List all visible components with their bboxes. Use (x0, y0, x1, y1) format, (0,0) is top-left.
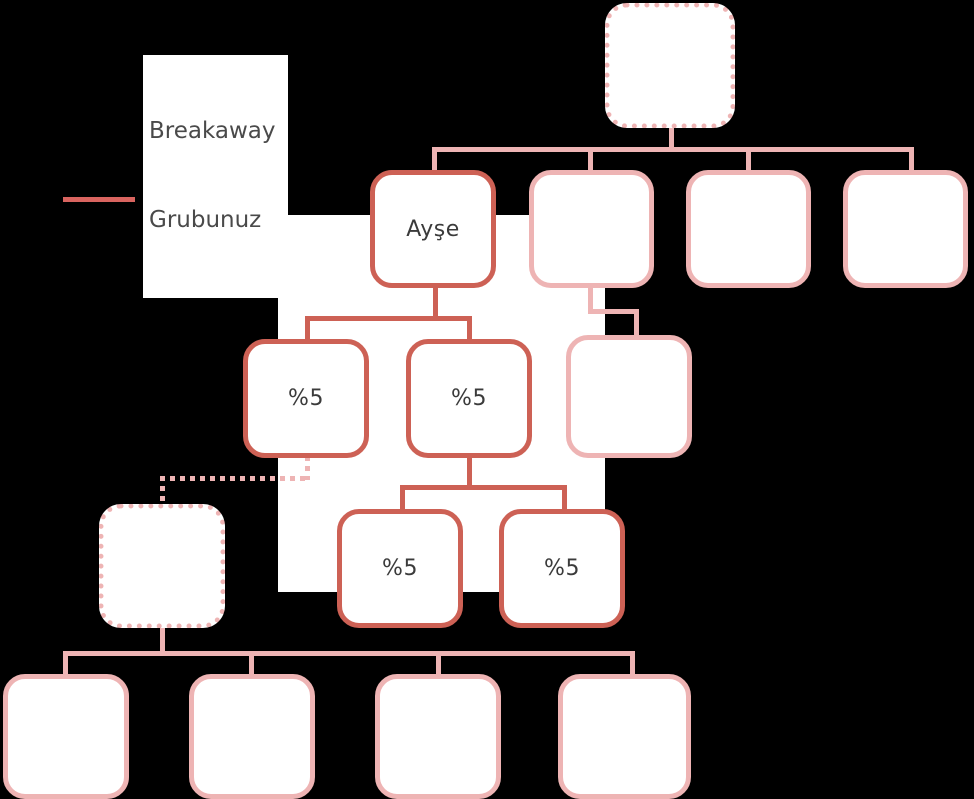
connector-ayse-stem (433, 286, 438, 319)
node-row5-1[interactable] (3, 674, 129, 799)
node-root[interactable] (605, 3, 735, 128)
legend-text: Breakaway Grubunuz (143, 55, 288, 299)
node-row3-3[interactable] (566, 335, 692, 458)
node-row4-2[interactable]: %5 (499, 509, 625, 628)
connector-row4-bus (400, 485, 567, 490)
connector-row4-drop-1 (400, 485, 405, 512)
connector-row2-bus (432, 147, 914, 152)
connector-breakaway-dotted-horizontal (160, 476, 310, 481)
node-row2-2[interactable] (529, 170, 654, 288)
connector-step-across (588, 309, 639, 314)
node-row4-1[interactable]: %5 (337, 509, 463, 628)
node-row2-3[interactable] (686, 170, 811, 288)
connector-row4-drop-2 (562, 485, 567, 512)
node-row5-3[interactable] (375, 674, 501, 799)
connector-row2-drop-4 (909, 147, 914, 174)
connector-root-stem (669, 125, 674, 150)
legend-line-swatch (63, 197, 135, 203)
node-row4-2-label: %5 (544, 556, 580, 581)
node-row2-4[interactable] (843, 170, 968, 288)
connector-row3a-dotted-stem (305, 456, 310, 480)
node-row3-1[interactable]: %5 (243, 339, 369, 458)
node-row4-1-label: %5 (382, 556, 418, 581)
legend-label-grubunuz: Grubunuz (149, 207, 262, 234)
connector-row3-drop-2 (467, 316, 472, 343)
connector-row5-bus (63, 651, 635, 656)
connector-breakaway-dotted-vertical (160, 476, 165, 505)
connector-row3-drop-1 (305, 316, 310, 343)
connector-row3b-stem (467, 456, 472, 488)
legend-label-breakaway: Breakaway (149, 117, 276, 144)
legend: Breakaway Grubunuz (63, 55, 288, 299)
connector-breakaway-stem (160, 627, 165, 653)
node-ayse[interactable]: Ayşe (370, 170, 496, 288)
connector-row5-drop-4 (630, 651, 635, 677)
node-row3-2-label: %5 (451, 386, 487, 411)
node-row3-1-label: %5 (288, 386, 324, 411)
node-row5-2[interactable] (189, 674, 315, 799)
connector-row2-drop-2 (588, 147, 593, 174)
connector-row5-drop-3 (436, 651, 441, 677)
node-row5-4[interactable] (558, 674, 691, 799)
connector-row2-drop-3 (746, 147, 751, 174)
node-row3-2[interactable]: %5 (406, 339, 532, 458)
connector-row2-drop-1 (432, 147, 437, 174)
connector-step-down-a (588, 286, 593, 314)
connector-row3-bus (305, 316, 472, 321)
node-breakaway[interactable] (99, 504, 225, 628)
connector-row5-drop-2 (249, 651, 254, 677)
connector-row5-drop-1 (63, 651, 68, 677)
connector-step-down-b (634, 309, 639, 337)
node-ayse-label: Ayşe (406, 216, 460, 242)
